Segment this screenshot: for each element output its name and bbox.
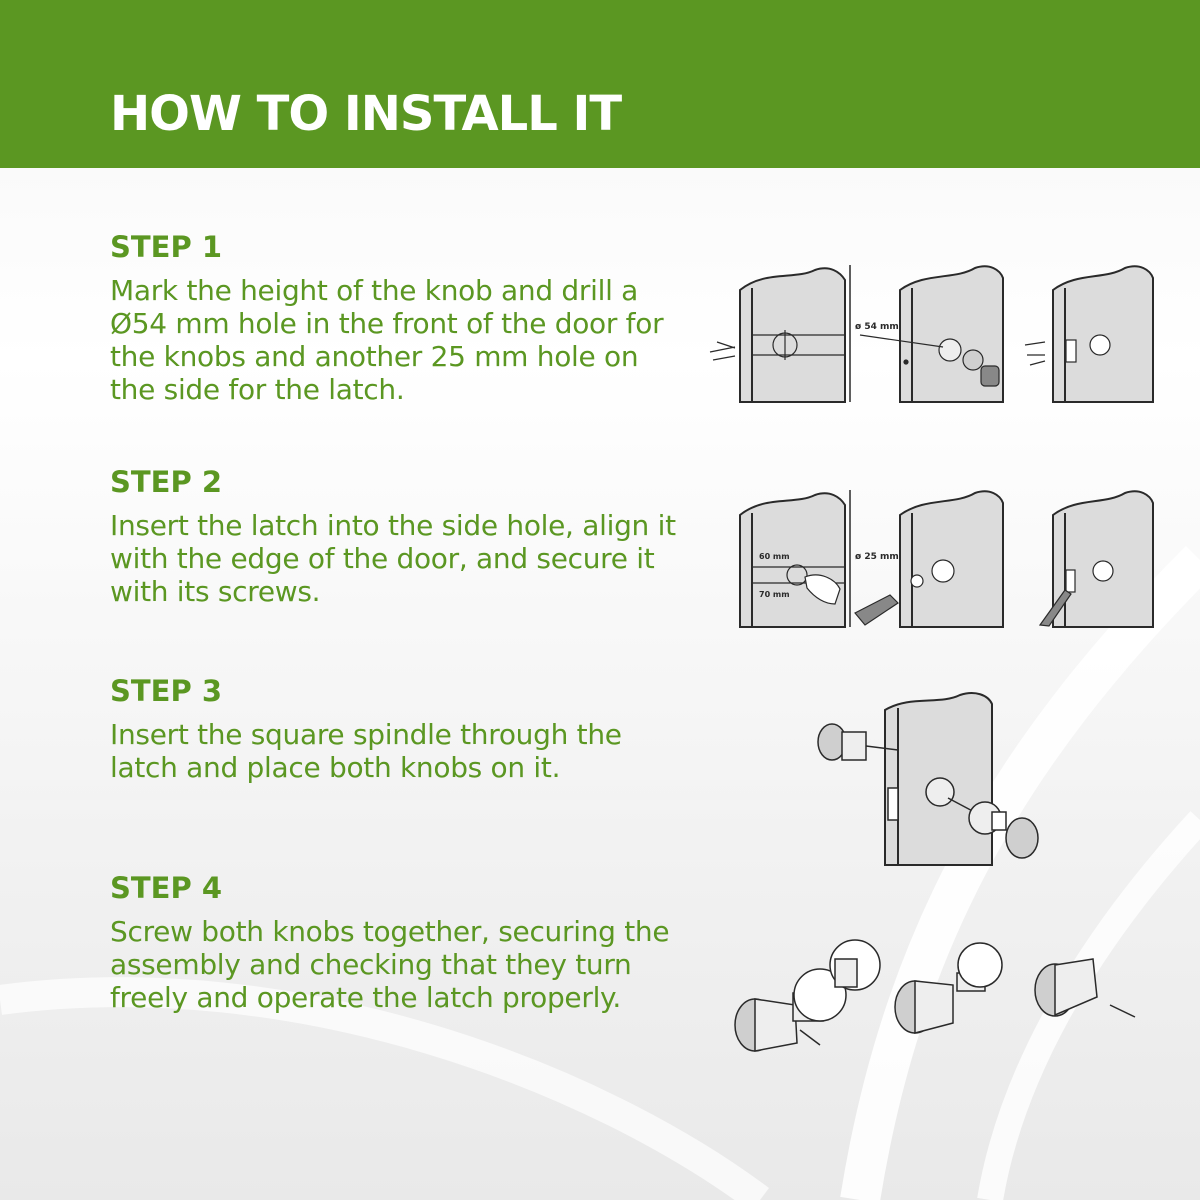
latch-install-illustration: 60 mm 70 mm ø 25 mm (705, 485, 1165, 630)
step-2: STEP 2 Insert the latch into the side ho… (110, 465, 690, 608)
step-3-text: Insert the square spindle through the la… (110, 718, 622, 784)
step-2-label: STEP 2 (110, 465, 223, 499)
step-1: STEP 1 Mark the height of the knob and d… (110, 230, 690, 406)
header-banner: HOW TO INSTALL IT (0, 0, 1200, 168)
annotation-54mm: ø 54 mm (855, 322, 899, 332)
step-2-text: Insert the latch into the side hole, ali… (110, 509, 676, 608)
knob-assembly-illustration (725, 935, 1145, 1060)
annotation-25mm: ø 25 mm (855, 552, 899, 562)
spindle-knob-illustration (810, 690, 1050, 870)
page-title: HOW TO INSTALL IT (110, 86, 622, 142)
step-1-label: STEP 1 (110, 230, 223, 264)
step-3: STEP 3 Insert the square spindle through… (110, 674, 690, 784)
step-4: STEP 4 Screw both knobs together, securi… (110, 871, 690, 1014)
annotation-70mm: 70 mm (759, 590, 790, 599)
step-4-label: STEP 4 (110, 871, 223, 905)
door-drilling-illustration: ø 54 mm (705, 260, 1165, 405)
step-3-label: STEP 3 (110, 674, 223, 708)
annotation-60mm: 60 mm (759, 552, 790, 561)
step-4-text: Screw both knobs together, securing the … (110, 915, 670, 1014)
step-1-text: Mark the height of the knob and drill a … (110, 274, 664, 406)
